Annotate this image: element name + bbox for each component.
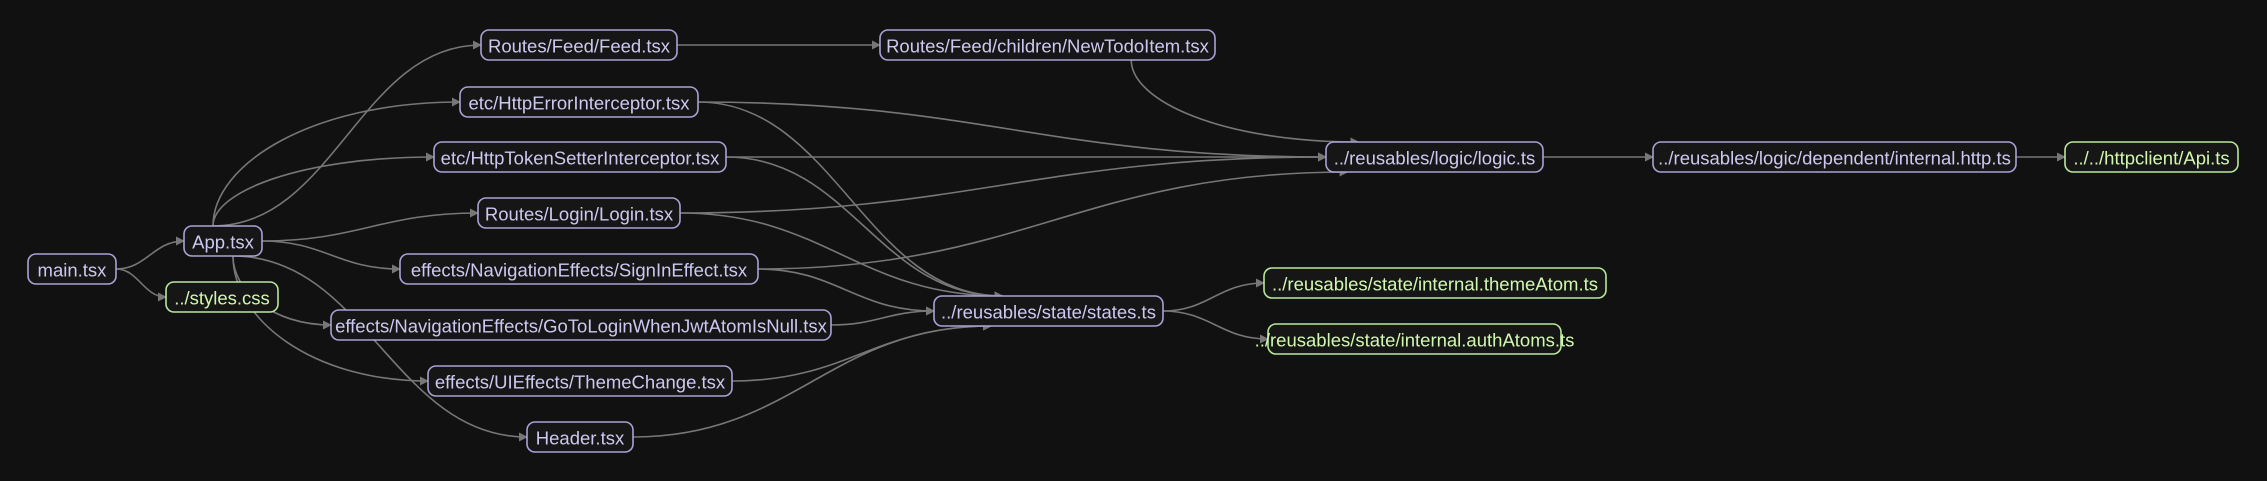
- edge-login-to-states: [679, 212, 1004, 301]
- edge-app-to-feed: [212, 40, 482, 227]
- node-box: [1325, 141, 1544, 173]
- edge-signin-to-states: [757, 268, 935, 316]
- node-api[interactable]: ../../httpclient/Api.ts: [2064, 141, 2239, 173]
- node-label: etc/HttpTokenSetterInterceptor.tsx: [441, 148, 720, 169]
- node-box: [933, 295, 1164, 327]
- node-login[interactable]: Routes/Login/Login.tsx: [477, 197, 681, 229]
- node-label: effects/UIEffects/ThemeChange.tsx: [435, 372, 726, 393]
- node-box: [1267, 323, 1562, 355]
- node-box: [459, 86, 699, 118]
- node-box: [427, 365, 733, 397]
- node-label: ../reusables/state/internal.authAtoms.ts: [1255, 330, 1575, 351]
- edge-gotologin-to-states: [830, 306, 935, 326]
- node-box: [330, 309, 832, 341]
- node-box: [433, 141, 727, 173]
- node-header[interactable]: Header.tsx: [526, 421, 634, 453]
- node-label: Routes/Login/Login.tsx: [485, 204, 674, 225]
- edge-app-to-header: [232, 255, 528, 442]
- node-theme[interactable]: effects/UIEffects/ThemeChange.tsx: [427, 365, 733, 397]
- edge-main-to-app: [115, 236, 185, 270]
- edge-app-to-theme: [232, 255, 429, 386]
- node-logic[interactable]: ../reusables/logic/logic.ts: [1325, 141, 1544, 173]
- node-httptoken[interactable]: etc/HttpTokenSetterInterceptor.tsx: [433, 141, 727, 173]
- edge-header-to-states: [632, 321, 993, 438]
- node-box: [183, 225, 263, 257]
- node-feed[interactable]: Routes/Feed/Feed.tsx: [480, 29, 678, 61]
- node-signin[interactable]: effects/NavigationEffects/SignInEffect.t…: [399, 253, 759, 285]
- node-label: ../reusables/state/internal.themeAtom.ts: [1272, 274, 1598, 295]
- node-box: [1263, 267, 1607, 299]
- node-box: [477, 197, 681, 229]
- edge-states-to-themeatom: [1162, 278, 1265, 312]
- node-label: ../styles.css: [174, 288, 270, 309]
- edge-newtodo-to-logic: [1130, 59, 1360, 147]
- edge-app-to-signin: [261, 240, 401, 274]
- node-box: [399, 253, 759, 285]
- node-httperror[interactable]: etc/HttpErrorInterceptor.tsx: [459, 86, 699, 118]
- node-label: effects/NavigationEffects/SignInEffect.t…: [411, 260, 748, 281]
- node-box: [480, 29, 678, 61]
- node-internalhttp[interactable]: ../reusables/logic/dependent/internal.ht…: [1652, 141, 2017, 173]
- node-box: [526, 421, 634, 453]
- node-box: [2064, 141, 2239, 173]
- edge-login-to-logic: [679, 152, 1327, 214]
- node-authatoms[interactable]: ../reusables/state/internal.authAtoms.ts: [1255, 323, 1575, 355]
- node-label: ../reusables/logic/logic.ts: [1334, 148, 1536, 169]
- edge-states-to-authatoms: [1162, 310, 1269, 344]
- node-label: etc/HttpErrorInterceptor.tsx: [468, 93, 690, 114]
- edge-httptoken-to-states: [725, 156, 1004, 301]
- node-label: ../reusables/state/states.ts: [941, 302, 1156, 323]
- edge-signin-to-logic: [757, 167, 1349, 270]
- node-box: [27, 253, 117, 285]
- node-newtodo[interactable]: Routes/Feed/children/NewTodoItem.tsx: [879, 29, 1216, 61]
- node-app[interactable]: App.tsx: [183, 225, 263, 257]
- node-themeatom[interactable]: ../reusables/state/internal.themeAtom.ts: [1263, 267, 1607, 299]
- nodes-layer: main.tsx ../styles.css App.tsx Routes/Feed/…: [27, 29, 2239, 453]
- node-gotologin[interactable]: effects/NavigationEffects/GoToLoginWhenJ…: [330, 309, 832, 341]
- edge-main-to-styles: [115, 268, 167, 302]
- node-label: Routes/Feed/Feed.tsx: [488, 36, 671, 57]
- node-label: App.tsx: [192, 232, 254, 253]
- node-box: [879, 29, 1216, 61]
- edge-app-to-httptoken: [212, 152, 435, 227]
- edge-httperror-to-states: [697, 101, 1004, 301]
- node-styles[interactable]: ../styles.css: [165, 281, 279, 313]
- node-label: ../reusables/logic/dependent/internal.ht…: [1658, 148, 2011, 169]
- node-label: effects/NavigationEffects/GoToLoginWhenJ…: [335, 316, 828, 337]
- node-label: Header.tsx: [536, 428, 625, 449]
- edges-layer: [115, 40, 2066, 442]
- node-box: [165, 281, 279, 313]
- node-label: main.tsx: [38, 260, 108, 281]
- edge-app-to-httperror: [212, 97, 461, 227]
- edge-app-to-login: [261, 208, 479, 242]
- node-states[interactable]: ../reusables/state/states.ts: [933, 295, 1164, 327]
- node-label: ../../httpclient/Api.ts: [2073, 148, 2229, 169]
- edge-httperror-to-logic: [697, 101, 1327, 162]
- node-main[interactable]: main.tsx: [27, 253, 117, 285]
- node-box: [1652, 141, 2017, 173]
- node-label: Routes/Feed/children/NewTodoItem.tsx: [886, 36, 1210, 57]
